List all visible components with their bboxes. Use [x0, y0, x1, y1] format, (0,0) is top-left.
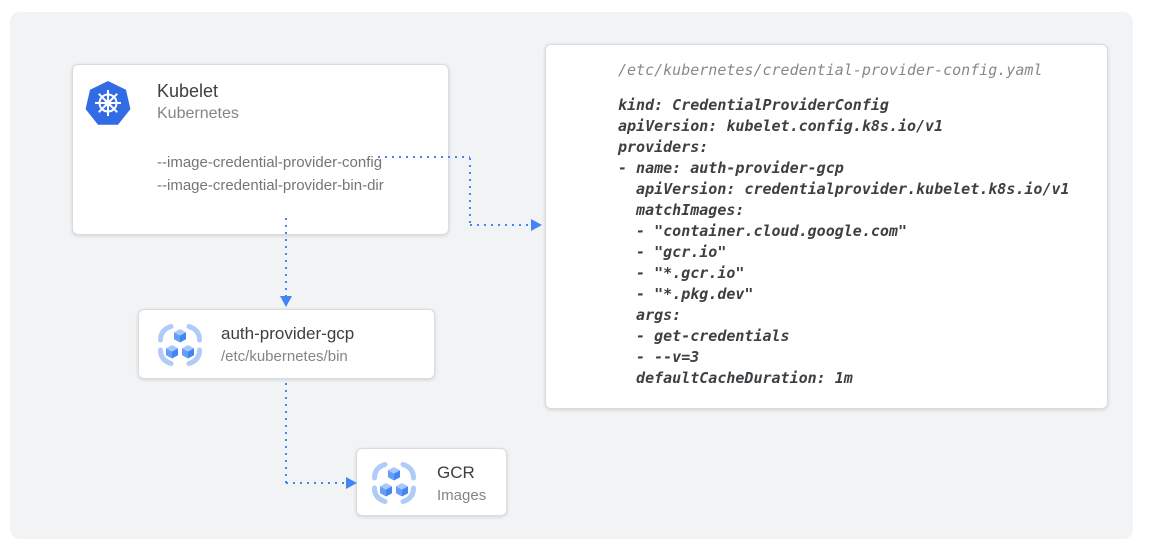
auth-provider-gcp-card: auth-provider-gcp /etc/kubernetes/bin [138, 309, 435, 379]
flag-image-credential-provider-bin-dir: --image-credential-provider-bin-dir [157, 177, 384, 194]
connector-kubelet-to-auth-provider [285, 218, 287, 296]
connector-auth-provider-to-gcr-seg2 [286, 482, 346, 484]
flag-image-credential-provider-config: --image-credential-provider-config [157, 154, 383, 171]
gcr-card: GCR Images [356, 448, 507, 516]
credential-provider-config-card: /etc/kubernetes/credential-provider-conf… [545, 44, 1108, 409]
gcr-icon [370, 459, 418, 512]
config-file-path: /etc/kubernetes/credential-provider-conf… [618, 61, 1043, 79]
auth-provider-subtitle: /etc/kubernetes/bin [221, 348, 348, 365]
gcr-subtitle: Images [437, 487, 487, 504]
gcr-title: GCR [437, 463, 475, 482]
kubelet-card-text: Kubelet Kubernetes --image-credential-pr… [157, 65, 384, 197]
gcr-card-text: GCR Images [437, 449, 486, 507]
arrowhead-to-auth-provider-icon [280, 296, 292, 307]
kubelet-title: Kubelet [157, 81, 219, 101]
connector-auth-provider-to-gcr-seg1 [285, 383, 287, 483]
auth-provider-title: auth-provider-gcp [221, 324, 355, 343]
config-yaml-code: kind: CredentialProviderConfig apiVersio… [618, 96, 1070, 387]
connector-config-flag-to-yaml-seg2 [469, 158, 471, 224]
gcr-icon [156, 321, 204, 374]
kubelet-flags: --image-credential-provider-config --ima… [157, 151, 384, 197]
kubernetes-icon [84, 80, 132, 133]
kubelet-card: Kubelet Kubernetes --image-credential-pr… [72, 64, 449, 235]
auth-provider-card-text: auth-provider-gcp /etc/kubernetes/bin [221, 310, 354, 368]
arrowhead-to-gcr-icon [346, 477, 357, 489]
connector-config-flag-to-yaml-seg3 [470, 224, 531, 226]
arrowhead-to-yaml-icon [531, 219, 542, 231]
connector-config-flag-to-yaml-seg1 [378, 156, 470, 158]
kubelet-subtitle: Kubernetes [157, 105, 239, 122]
